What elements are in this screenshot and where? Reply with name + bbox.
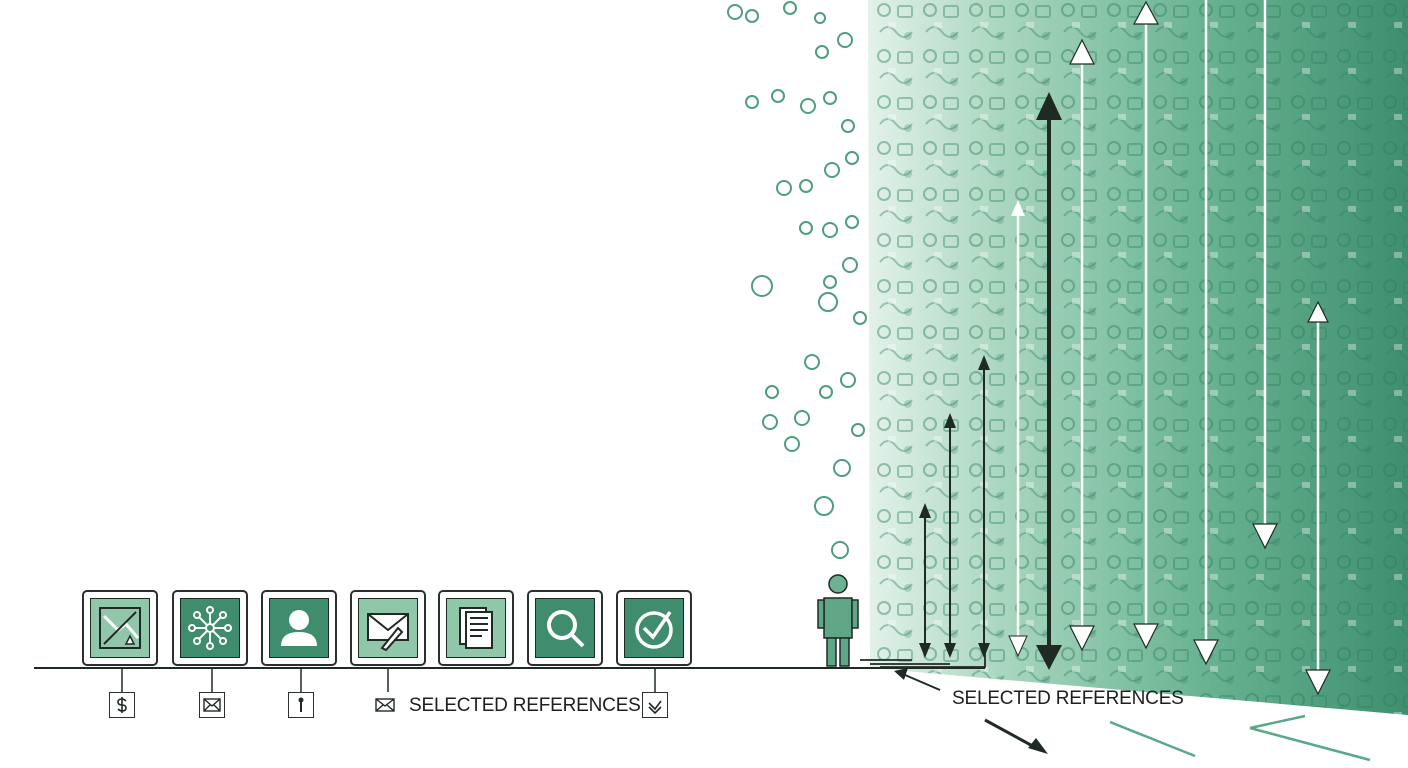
vertical-arrows [919, 0, 1331, 696]
floor-arrow-head [1028, 738, 1048, 754]
tile-chart-decline[interactable] [82, 590, 158, 666]
teal-floor-strokes [1109, 714, 1371, 762]
envelope-pen-icon [367, 613, 409, 652]
tile-envelope-pen[interactable] [350, 590, 426, 666]
sub-icon-dollar [109, 692, 135, 718]
chart-decline-icon [99, 607, 141, 649]
tile-user[interactable] [261, 590, 337, 666]
floor-arrow-head-back [894, 668, 908, 680]
sub-icon-mail-2 [372, 692, 398, 718]
tile-checkmark[interactable] [616, 590, 692, 666]
label-selected-references-left: SELECTED REFERENCES [409, 695, 641, 716]
tile-face [180, 598, 240, 658]
tile-face [535, 598, 595, 658]
network-icon [188, 606, 232, 650]
sub-icon-check-down [642, 692, 668, 718]
tile-face [358, 598, 418, 658]
document-icon [459, 607, 493, 649]
tile-document[interactable] [438, 590, 514, 666]
checkmark-icon [635, 611, 673, 649]
tile-face [269, 598, 329, 658]
tile-connectors [121, 668, 656, 692]
tile-face [90, 598, 150, 658]
label-selected-references-right: SELECTED REFERENCES [952, 688, 1184, 709]
pin-icon [298, 697, 304, 712]
mail-icon [203, 698, 221, 712]
tile-magnifier[interactable] [527, 590, 603, 666]
mail-icon [375, 698, 395, 712]
tile-face [624, 598, 684, 658]
person-figure [817, 574, 859, 667]
tile-face [446, 598, 506, 658]
sub-icon-mail [199, 692, 225, 718]
data-wall [868, 0, 1408, 715]
check-down-icon [648, 700, 662, 715]
scattered-particles [727, 1, 867, 559]
tile-network[interactable] [172, 590, 248, 666]
sub-icon-pin [288, 692, 314, 718]
user-icon [281, 610, 317, 646]
dollar-icon [117, 697, 127, 713]
magnifier-icon [547, 610, 585, 648]
